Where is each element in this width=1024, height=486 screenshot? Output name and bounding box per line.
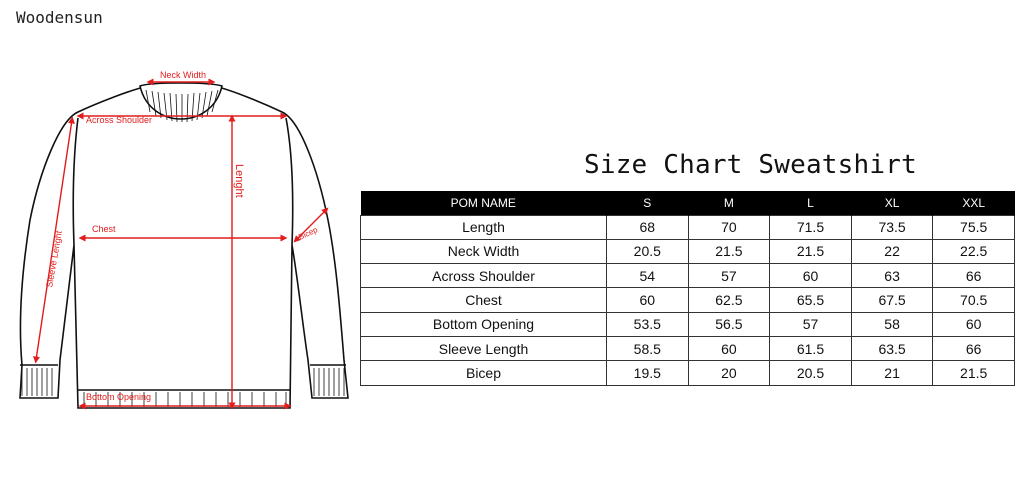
table-row: Length 68 70 71.5 73.5 75.5 — [360, 214, 1015, 240]
size-cell: 60 — [606, 287, 689, 313]
sleeve-length-label: Sleeve Lenght — [44, 229, 64, 288]
size-cell: 56.5 — [687, 311, 771, 337]
size-cell: 71.5 — [769, 214, 852, 240]
table-row: Neck Width 20.5 21.5 21.5 22 22.5 — [360, 238, 1015, 265]
size-cell: 66 — [932, 335, 1015, 362]
size-table: POM NAME S M L XL XXL Length 68 70 71.5 … — [360, 191, 1015, 386]
size-cell: 63 — [850, 263, 934, 289]
size-cell: 60 — [932, 311, 1015, 337]
size-cell: 70 — [687, 214, 771, 240]
size-cell: 53.5 — [606, 311, 689, 337]
chest-label: Chest — [92, 224, 116, 234]
chart-title: Size Chart Sweatshirt — [584, 150, 917, 180]
size-cell: 22 — [850, 238, 934, 265]
size-cell: 63.5 — [850, 335, 934, 362]
size-cell: 58.5 — [606, 335, 689, 362]
bicep-label: Bicep — [297, 225, 319, 242]
collar-ribbing — [21, 89, 345, 407]
sleeve-length-line — [33, 116, 75, 364]
table-row: Bottom Opening 53.5 56.5 57 58 60 — [360, 311, 1015, 337]
measure-lines — [33, 78, 329, 410]
header-pom: POM NAME — [360, 191, 607, 215]
across-shoulder-label: Across Shoulder — [86, 115, 152, 125]
size-cell: 65.5 — [769, 287, 852, 313]
size-cell: 75.5 — [932, 214, 1015, 240]
table-row: Bicep 19.5 20 20.5 21 21.5 — [360, 360, 1015, 386]
size-cell: 68 — [606, 214, 689, 240]
table-header-row: POM NAME S M L XL XXL — [360, 191, 1015, 215]
pom-name: Bottom Opening — [360, 311, 607, 337]
size-cell: 20.5 — [606, 238, 689, 265]
size-cell: 21.5 — [769, 238, 852, 265]
sweatshirt-diagram: Neck Width Across Shoulder Lenght Chest … — [19, 70, 349, 410]
size-cell: 60 — [687, 335, 771, 362]
brand-name: Woodensun — [16, 8, 103, 27]
header-s: S — [606, 191, 689, 215]
size-cell: 21.5 — [932, 360, 1015, 386]
size-cell: 20.5 — [769, 360, 852, 386]
bicep-line — [293, 207, 329, 243]
length-label: Lenght — [233, 164, 245, 198]
size-cell: 19.5 — [606, 360, 689, 386]
size-cell: 62.5 — [687, 287, 771, 313]
pom-name: Bicep — [360, 360, 607, 386]
size-cell: 21 — [850, 360, 934, 386]
size-cell: 67.5 — [850, 287, 934, 313]
table-row: Chest 60 62.5 65.5 67.5 70.5 — [360, 287, 1015, 313]
pom-name: Neck Width — [360, 238, 607, 265]
table-row: Sleeve Length 58.5 60 61.5 63.5 66 — [360, 335, 1015, 362]
sweatshirt-outline — [19, 82, 349, 409]
size-cell: 20 — [687, 360, 771, 386]
pom-name: Chest — [360, 287, 607, 313]
size-cell: 66 — [932, 263, 1015, 289]
pom-name: Length — [360, 214, 607, 240]
size-cell: 21.5 — [687, 238, 771, 265]
pom-name: Across Shoulder — [360, 263, 607, 289]
neck-width-label: Neck Width — [160, 70, 206, 80]
size-cell: 73.5 — [850, 214, 934, 240]
header-xxl: XXL — [932, 191, 1015, 215]
size-cell: 58 — [850, 311, 934, 337]
size-cell: 57 — [687, 263, 771, 289]
header-m: M — [688, 191, 771, 215]
header-xl: XL — [851, 191, 934, 215]
size-cell: 60 — [769, 263, 852, 289]
size-cell: 61.5 — [769, 335, 852, 362]
bottom-opening-label: Bottom Opening — [86, 392, 151, 402]
header-l: L — [769, 191, 852, 215]
size-cell: 22.5 — [932, 238, 1015, 265]
size-cell: 57 — [769, 311, 852, 337]
size-cell: 70.5 — [932, 287, 1015, 313]
table-row: Across Shoulder 54 57 60 63 66 — [360, 263, 1015, 289]
pom-name: Sleeve Length — [360, 335, 607, 362]
size-cell: 54 — [606, 263, 689, 289]
